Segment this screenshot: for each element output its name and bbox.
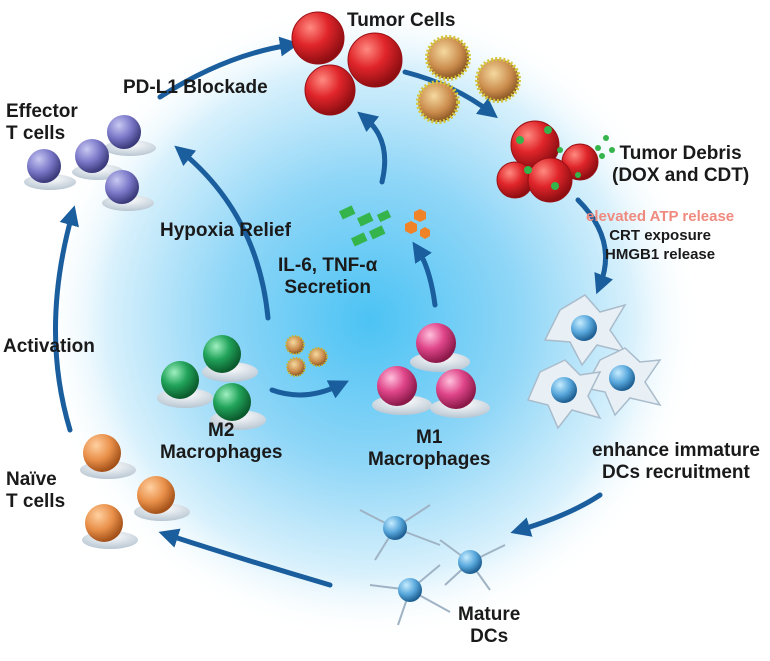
naive-t-cells-label: Naïve T cells [6, 469, 65, 513]
arrow-naive-to-effector [53, 205, 79, 433]
mature-dcs-label: Mature DCs [458, 604, 520, 648]
activation-label: Activation [3, 336, 95, 357]
m1-line2: Macrophages [368, 449, 491, 470]
tumor-debris-line1: Tumor Debris [619, 143, 742, 164]
tumor-nanoparticles [416, 35, 521, 124]
il6-tnf-secretion-label: IL-6, TNF-α Secretion [278, 255, 377, 299]
naive-line2: T cells [6, 491, 66, 512]
debris-particles [516, 126, 615, 190]
arrow-effector-to-tumor [157, 36, 300, 100]
arrow-immature-to-mature [510, 492, 603, 537]
immature-line1: enhance immature [592, 440, 760, 461]
mature-line1: Mature [458, 604, 521, 625]
m1-macrophages-label: M1 Macrophages [368, 427, 490, 471]
immature-line2: DCs recruitment [602, 462, 750, 483]
m2-macrophages-label: M2 Macrophages [160, 420, 282, 464]
inner-arrows [174, 111, 438, 399]
effector-t-cells-label: Effector T cells [6, 101, 78, 145]
arrow-secretion-to-tumor [357, 111, 388, 185]
naive-t-cells [80, 434, 190, 549]
dcmp-signals: elevated ATP release CRT exposure HMGB1 … [586, 207, 734, 264]
hmgb1-release-text: HMGB1 release [605, 246, 716, 263]
arrow-m2-to-m1 [269, 380, 349, 399]
immature-dcs [526, 294, 662, 430]
tumor-debris-label: Tumor Debris (DOX and CDT) [612, 143, 749, 187]
arrow-debris-to-immature [575, 197, 613, 295]
m2-macrophages [157, 335, 266, 430]
m1-macrophages [372, 323, 490, 418]
tumor-cells-label: Tumor Cells [347, 10, 456, 31]
immature-dcs-label: enhance immature DCs recruitment [592, 440, 760, 484]
il6-line2: Secretion [284, 277, 371, 298]
effector-line2: T cells [6, 123, 66, 144]
tumor-cells [291, 11, 403, 116]
cytokine-fragments [338, 205, 430, 247]
m2-line2: Macrophages [160, 442, 283, 463]
mature-dc-nuclei [383, 516, 482, 602]
center-nanoparticles [285, 335, 328, 377]
effector-line1: Effector [6, 101, 78, 122]
atp-release-text: elevated ATP release [586, 208, 735, 225]
naive-line1: Naïve [6, 469, 57, 490]
il6-line1: IL-6, TNF-α [278, 255, 378, 276]
m1-line1: M1 [416, 427, 443, 448]
mature-line2: DCs [470, 626, 509, 647]
crt-exposure-text: CRT exposure [609, 227, 711, 244]
tumor-debris [496, 120, 599, 203]
arrow-m2-to-effector [174, 145, 271, 321]
effector-t-cells [24, 115, 156, 211]
hypoxia-relief-label: Hypoxia Relief [160, 220, 291, 241]
pd-l1-blockade-label: PD-L1 Blockade [123, 77, 268, 98]
arrow-m1-to-secretion [412, 241, 438, 308]
mature-dcs [359, 504, 506, 626]
arrow-mature-to-naive [158, 528, 333, 588]
m2-line1: M2 [208, 420, 235, 441]
tumor-debris-line2: (DOX and CDT) [612, 165, 750, 186]
